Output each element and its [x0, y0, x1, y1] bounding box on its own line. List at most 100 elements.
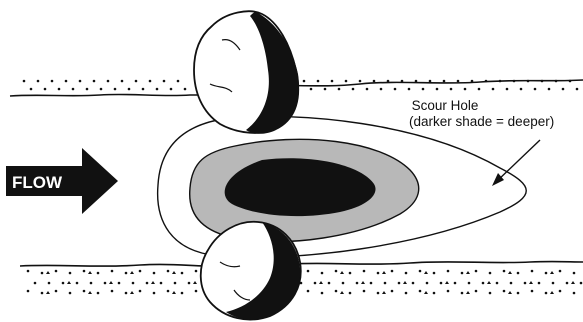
gravel-dot — [475, 290, 478, 293]
gravel-dot — [545, 292, 548, 295]
gravel-dot — [160, 282, 163, 285]
gravel-dot — [450, 88, 453, 91]
gravel-pebble — [88, 271, 92, 274]
gravel-pebble — [424, 291, 428, 294]
gravel-dot — [510, 282, 513, 285]
lower-bank-line — [20, 262, 583, 267]
lower-gravel-texture — [27, 270, 583, 295]
boulder-icon — [194, 11, 299, 133]
gravel-dot — [524, 282, 527, 285]
gravel-dot — [461, 292, 464, 295]
gravel-dot — [408, 88, 411, 91]
gravel-dot — [433, 292, 436, 295]
gravel-pebble — [424, 271, 428, 274]
gravel-dot — [41, 292, 44, 295]
gravel-dot — [170, 88, 173, 91]
gravel-dot — [321, 272, 324, 275]
gravel-dot — [93, 80, 96, 83]
gravel-dot — [464, 88, 467, 91]
gravel-dot — [125, 272, 128, 275]
gravel-pebble — [508, 291, 512, 294]
gravel-dot — [552, 282, 555, 285]
gravel-dot — [373, 80, 376, 83]
gravel-dot — [562, 88, 565, 91]
gravel-pebble — [487, 281, 491, 284]
gravel-dot — [489, 272, 492, 275]
gravel-dot — [359, 80, 362, 83]
gravel-pebble — [130, 291, 134, 294]
gravel-dot — [83, 290, 86, 293]
gravel-dot — [338, 88, 341, 91]
gravel-dot — [177, 80, 180, 83]
gravel-dot — [303, 80, 306, 83]
gravel-dot — [55, 290, 58, 293]
gravel-dot — [310, 88, 313, 91]
gravel-dot — [492, 88, 495, 91]
gravel-dot — [321, 292, 324, 295]
gravel-dot — [111, 270, 114, 273]
gravel-pebble — [46, 291, 50, 294]
gravel-dot — [531, 290, 534, 293]
gravel-pebble — [550, 291, 554, 294]
gravel-dot — [527, 80, 530, 83]
gravel-dot — [545, 272, 548, 275]
gravel-pebble — [508, 271, 512, 274]
gravel-dot — [317, 80, 320, 83]
gravel-dot — [489, 292, 492, 295]
gravel-dot — [97, 292, 100, 295]
gravel-dot — [447, 290, 450, 293]
gravel-dot — [69, 292, 72, 295]
gravel-dot — [76, 282, 79, 285]
gravel-dot — [520, 88, 523, 91]
gravel-dot — [142, 88, 145, 91]
gravel-dot — [391, 290, 394, 293]
gravel-dot — [121, 80, 124, 83]
gravel-pebble — [382, 271, 386, 274]
scour-hole-title: Scour Hole — [412, 98, 479, 113]
gravel-dot — [576, 88, 579, 91]
gravel-dot — [566, 282, 569, 285]
gravel-dot — [195, 270, 198, 273]
gravel-dot — [352, 88, 355, 91]
gravel-dot — [447, 270, 450, 273]
gravel-dot — [86, 88, 89, 91]
flow-label: FLOW — [12, 173, 63, 192]
gravel-dot — [153, 292, 156, 295]
gravel-dot — [405, 272, 408, 275]
gravel-dot — [398, 282, 401, 285]
gravel-pebble — [319, 281, 323, 284]
gravel-dot — [335, 270, 338, 273]
gravel-pebble — [340, 271, 344, 274]
gravel-dot — [394, 88, 397, 91]
gravel-dot — [506, 88, 509, 91]
gravel-dot — [412, 282, 415, 285]
gravel-dot — [573, 292, 576, 295]
gravel-dot — [314, 282, 317, 285]
gravel-dot — [114, 88, 117, 91]
gravel-dot — [324, 88, 327, 91]
gravel-dot — [380, 88, 383, 91]
gravel-dot — [58, 88, 61, 91]
lower-streambank — [20, 262, 583, 295]
gravel-dot — [387, 80, 390, 83]
gravel-dot — [422, 88, 425, 91]
gravel-dot — [167, 290, 170, 293]
gravel-dot — [153, 272, 156, 275]
gravel-dot — [517, 272, 520, 275]
gravel-dot — [27, 270, 30, 273]
gravel-dot — [573, 272, 576, 275]
gravel-dot — [44, 88, 47, 91]
gravel-dot — [30, 88, 33, 91]
gravel-dot — [34, 282, 37, 285]
gravel-dot — [62, 282, 65, 285]
gravel-pebble — [130, 271, 134, 274]
gravel-pebble — [172, 291, 176, 294]
gravel-dot — [163, 80, 166, 83]
gravel-dot — [363, 270, 366, 273]
gravel-dot — [118, 282, 121, 285]
gravel-dot — [569, 80, 572, 83]
gravel-dot — [125, 292, 128, 295]
gravel-dot — [475, 270, 478, 273]
gravel-dot — [128, 88, 131, 91]
